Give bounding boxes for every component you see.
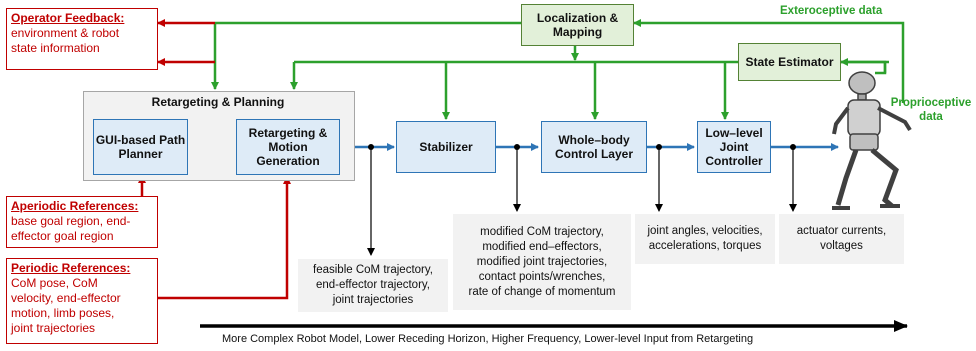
- note-line: end-effector trajectory,: [316, 279, 430, 291]
- progression-label: More Complex Robot Model, Lower Receding…: [222, 333, 754, 345]
- motion-generation-line: Generation: [256, 154, 320, 168]
- joint-state-note: joint angles, velocities, accelerations,…: [635, 214, 775, 264]
- modified-trajectory-note: modified CoM trajectory, modified end–ef…: [453, 214, 631, 310]
- motion-generation-line: Retargeting &: [248, 126, 328, 140]
- aperiodic-references-line: base goal region, end-: [11, 214, 131, 228]
- note-line: voltages: [820, 240, 863, 252]
- note-line: contact points/wrenches,: [478, 270, 606, 283]
- localization-line: Localization &: [536, 11, 619, 25]
- whole-body-line: Control Layer: [554, 147, 633, 161]
- periodic-references-title: Periodic References:: [11, 261, 131, 275]
- motion-generation-block: Retargeting & Motion Generation: [236, 119, 340, 175]
- periodic-references-line: CoM pose, CoM: [11, 276, 98, 290]
- state-estimator-label: State Estimator: [745, 55, 834, 69]
- operator-feedback-title: Operator Feedback:: [11, 11, 125, 25]
- localization-line: Mapping: [552, 25, 603, 39]
- retargeting-planning-title: Retargeting & Planning: [151, 95, 285, 109]
- note-line: joint angles, velocities,: [647, 225, 763, 237]
- operator-feedback-line: environment & robot: [11, 26, 120, 40]
- proprioceptive-line: Proprioceptive: [890, 97, 972, 109]
- actuator-note: actuator currents, voltages: [779, 214, 904, 264]
- operator-feedback-line: state information: [11, 41, 100, 55]
- stabilizer-label: Stabilizer: [419, 140, 473, 154]
- proprioceptive-data-label: Proprioceptive data: [888, 96, 974, 124]
- periodic-references-line: joint trajectories: [11, 321, 96, 335]
- gui-path-planner-line: Planner: [118, 147, 163, 161]
- note-line: rate of change of momentum: [468, 285, 616, 298]
- gui-path-planner-line: GUI-based Path: [95, 133, 186, 147]
- note-line: accelerations, torques: [648, 240, 762, 252]
- state-estimator-block: State Estimator: [738, 43, 841, 81]
- joint-controller-line: Controller: [705, 154, 763, 168]
- note-line: feasible CoM trajectory,: [313, 264, 433, 276]
- proprioceptive-line: data: [919, 111, 943, 123]
- whole-body-control-block: Whole–body Control Layer: [541, 121, 647, 173]
- localization-mapping-block: Localization & Mapping: [521, 4, 634, 46]
- joint-controller-line: Low–level Joint: [705, 126, 763, 154]
- whole-body-line: Whole–body: [558, 133, 630, 147]
- aperiodic-references-title: Aperiodic References:: [11, 199, 139, 213]
- periodic-references-box: Periodic References: CoM pose, CoM veloc…: [6, 258, 158, 344]
- note-line: modified CoM trajectory,: [480, 225, 604, 238]
- stabilizer-block: Stabilizer: [396, 121, 496, 173]
- exteroceptive-data-label: Exteroceptive data: [780, 5, 883, 17]
- note-line: joint trajectories: [332, 294, 414, 306]
- note-line: modified end–effectors,: [482, 240, 602, 253]
- output-tap-arrows: [367, 147, 797, 256]
- aperiodic-references-line: effector goal region: [11, 229, 114, 243]
- note-line: modified joint trajectories,: [476, 255, 608, 268]
- note-line: actuator currents,: [796, 225, 887, 237]
- joint-controller-block: Low–level Joint Controller: [697, 121, 771, 173]
- motion-generation-line: Motion: [268, 140, 308, 154]
- operator-feedback-box: Operator Feedback: environment & robot s…: [6, 8, 158, 70]
- humanoid-robot-icon: [832, 71, 912, 210]
- aperiodic-references-box: Aperiodic References: base goal region, …: [6, 196, 158, 248]
- periodic-references-line: velocity, end-effector: [11, 291, 121, 305]
- feedback-arrows: [211, 19, 905, 120]
- feasible-trajectory-note: feasible CoM trajectory, end-effector tr…: [298, 259, 448, 312]
- gui-path-planner-block: GUI-based Path Planner: [93, 119, 188, 175]
- periodic-references-line: motion, limb poses,: [11, 306, 115, 320]
